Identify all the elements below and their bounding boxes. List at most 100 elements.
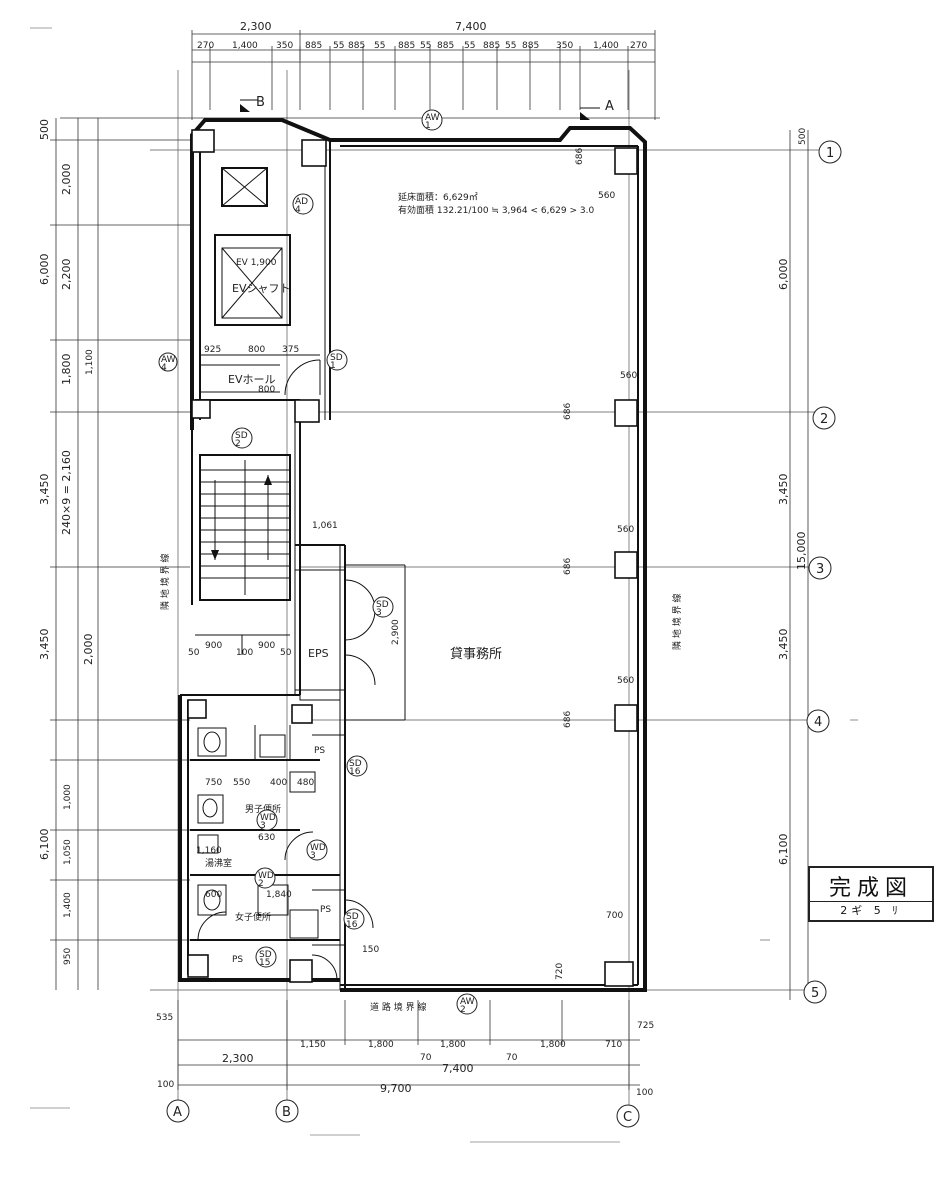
side-boundary-note-left: 隣 地 境 界 線	[159, 554, 171, 610]
axis-row-4: 4	[814, 715, 822, 730]
left-dimensions	[50, 118, 190, 990]
dim-bottom-total: 9,700	[380, 1082, 412, 1095]
ev-hall	[200, 354, 321, 396]
ev-note: EV 1,900	[236, 258, 277, 268]
ps2-label: PS	[320, 905, 331, 915]
toilet-f-label: 女子便所	[235, 911, 271, 923]
dim-left-6000: 6,000	[38, 254, 51, 286]
scan-marks	[30, 27, 858, 1143]
dim-left-2200: 2,200	[60, 259, 73, 291]
dim-2900: 2,900	[391, 619, 401, 645]
axis-row-5: 5	[811, 986, 819, 1001]
dim-seg: 55	[374, 41, 385, 51]
top-dimensions	[60, 30, 660, 120]
dim-400: 400	[270, 778, 287, 788]
dim-686b: 686	[563, 403, 573, 420]
dim-seg: 1,400	[232, 41, 258, 51]
dim-bottom-seg: 1,800	[540, 1040, 566, 1050]
dim-bottom-mid: 7,400	[442, 1062, 474, 1075]
dim-right-6000: 6,000	[777, 259, 790, 291]
dim-left-stair: 240×9 = 2,160	[60, 450, 73, 535]
section-mark-a: A	[605, 99, 614, 114]
dim-bottom-100l: 100	[157, 1080, 174, 1090]
dim-seg: 885	[522, 41, 539, 51]
dim-left-1800: 1,800	[60, 354, 73, 386]
dim-top-left: 2,300	[240, 20, 272, 33]
eps-room	[295, 544, 406, 721]
dim-bottom-seg: 1,800	[368, 1040, 394, 1050]
dim-seg: 270	[197, 41, 214, 51]
axis-row-1: 1	[826, 146, 834, 161]
dim-bottom-seg: 1,150	[300, 1040, 326, 1050]
dim-686d: 686	[563, 711, 573, 728]
stair-900a: 900	[205, 641, 222, 651]
dim-bottom-left: 2,300	[222, 1052, 254, 1065]
dim-bottom-seg: 710	[605, 1040, 622, 1050]
dim-right-500: 500	[798, 128, 808, 145]
dim-560d: 560	[617, 676, 634, 686]
hall-800b: 800	[258, 385, 275, 395]
dim-150: 150	[362, 945, 379, 955]
columns	[187, 129, 638, 987]
dim-1160: 1,160	[196, 846, 222, 856]
ps1-label: PS	[314, 746, 325, 756]
side-boundary-note: 隣 地 境 界 線	[671, 594, 683, 650]
kitchen-label: 湯沸室	[205, 857, 232, 869]
dim-bottom-seg: 70	[420, 1053, 432, 1063]
dim-560b: 560	[620, 371, 637, 381]
dim-right-15000: 15,000	[795, 532, 808, 571]
bottom-dimensions	[177, 1000, 640, 1090]
dim-600: 600	[205, 890, 222, 900]
stair-900b: 900	[258, 641, 275, 651]
dim-720: 720	[555, 963, 565, 980]
dim-seg: 55	[420, 41, 431, 51]
dim-top-segments: 270 1,400 350 885 55 885 55 885 55 885 5…	[197, 41, 647, 51]
dim-right-6100: 6,100	[777, 834, 790, 866]
dim-seg: 885	[437, 41, 454, 51]
ps3-label: PS	[232, 955, 243, 965]
dim-1840: 1,840	[266, 890, 292, 900]
dim-seg: 885	[483, 41, 500, 51]
dim-seg: 350	[276, 41, 293, 51]
dim-left-950: 950	[63, 948, 73, 965]
dim-seg: 55	[505, 41, 516, 51]
road-boundary-note: 道 路 境 界 線	[370, 1001, 426, 1013]
hall-925: 925	[204, 345, 221, 355]
dim-left-2000b: 2,000	[82, 634, 95, 666]
area-note-2: 有効面積 132.21/100 ≒ 3,964 < 6,629 > 3.0	[398, 204, 594, 216]
dim-560a: 560	[598, 191, 615, 201]
dim-750: 750	[205, 778, 222, 788]
axis-row-2: 2	[820, 412, 828, 427]
dim-seg: 350	[556, 41, 573, 51]
ps-rooms	[311, 734, 374, 981]
dim-left-3450a: 3,450	[38, 474, 51, 506]
section-mark-b: B	[256, 95, 265, 110]
ev-hall-label: EVホール	[228, 373, 275, 386]
axis-bubbles	[166, 140, 842, 1128]
ev-shaft	[214, 167, 291, 326]
dim-bottom-seg: 1,800	[440, 1040, 466, 1050]
office-label: 貸事務所	[450, 646, 502, 662]
dim-left-2000: 2,000	[60, 164, 73, 196]
stair-50b: 50	[280, 648, 292, 658]
dim-top-total: 7,400	[455, 20, 487, 33]
dim-left-1400: 1,400	[63, 892, 73, 918]
dim-630: 630	[258, 833, 275, 843]
axis-row-3: 3	[816, 562, 824, 577]
dim-seg: 270	[630, 41, 647, 51]
door-tags	[158, 109, 478, 1015]
stairs	[195, 454, 291, 655]
dim-left-500: 500	[38, 119, 51, 140]
stamp-sub: 2ギ 5 ﾘ	[810, 901, 932, 918]
right-dimensions	[789, 130, 809, 1000]
